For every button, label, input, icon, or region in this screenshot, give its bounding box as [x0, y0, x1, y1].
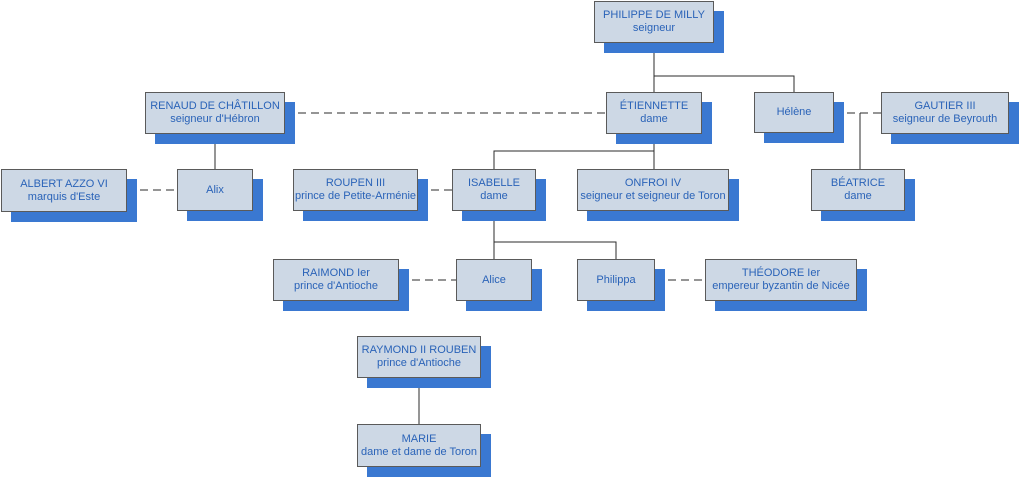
line-etiennette-isabelle	[493, 150, 654, 169]
person-title: marquis d'Este	[27, 190, 101, 203]
person-title: prince d'Antioche	[376, 357, 462, 369]
person-name: ÉTIENNETTE	[619, 100, 689, 112]
person-name: ISABELLE	[468, 177, 520, 189]
person-name: RAIMOND Ier	[302, 267, 370, 279]
person-name: ALBERT AZZO VI	[20, 177, 108, 190]
person-name: Alix	[206, 183, 224, 196]
person-name: ONFROI IV	[624, 177, 682, 189]
person-title: seigneur et seigneur de Toron	[580, 190, 726, 202]
person-name: Philippa	[596, 273, 636, 286]
person-title: dame	[844, 190, 872, 202]
person-helene: Hélène	[754, 92, 844, 143]
line-philippe-helene	[654, 75, 795, 92]
person-name: ROUPEN III	[325, 177, 386, 189]
person-title: prince d'Antioche	[293, 280, 379, 292]
person-title: empereur byzantin de Nicée	[712, 280, 850, 292]
person-title: seigneur d'Hébron	[170, 113, 260, 125]
person-name: Hélène	[776, 106, 812, 118]
person-name: Alice	[482, 273, 506, 286]
line-isabelle-philippa	[494, 241, 617, 259]
person-title: prince de Petite-Arménie	[294, 190, 417, 202]
person-name: BÉATRICE	[830, 177, 886, 189]
person-name: GAUTIER III	[914, 100, 976, 112]
person-alice: Alice	[456, 259, 542, 311]
person-title: seigneur	[632, 22, 676, 34]
person-title: dame	[640, 113, 668, 125]
person-title: seigneur de Beyrouth	[892, 113, 998, 125]
person-philippa: Philippa	[577, 259, 665, 311]
person-name: THÉODORE Ier	[741, 267, 821, 279]
person-title: dame et dame de Toron	[361, 445, 477, 458]
person-name: RENAUD DE CHÂTILLON	[150, 100, 280, 112]
person-name: PHILIPPE DE MILLY	[603, 9, 705, 21]
person-alix: Alix	[177, 169, 263, 221]
person-name: MARIE	[401, 432, 437, 445]
person-title: dame	[480, 190, 508, 202]
person-name: RAYMOND II ROUBEN	[361, 344, 477, 356]
